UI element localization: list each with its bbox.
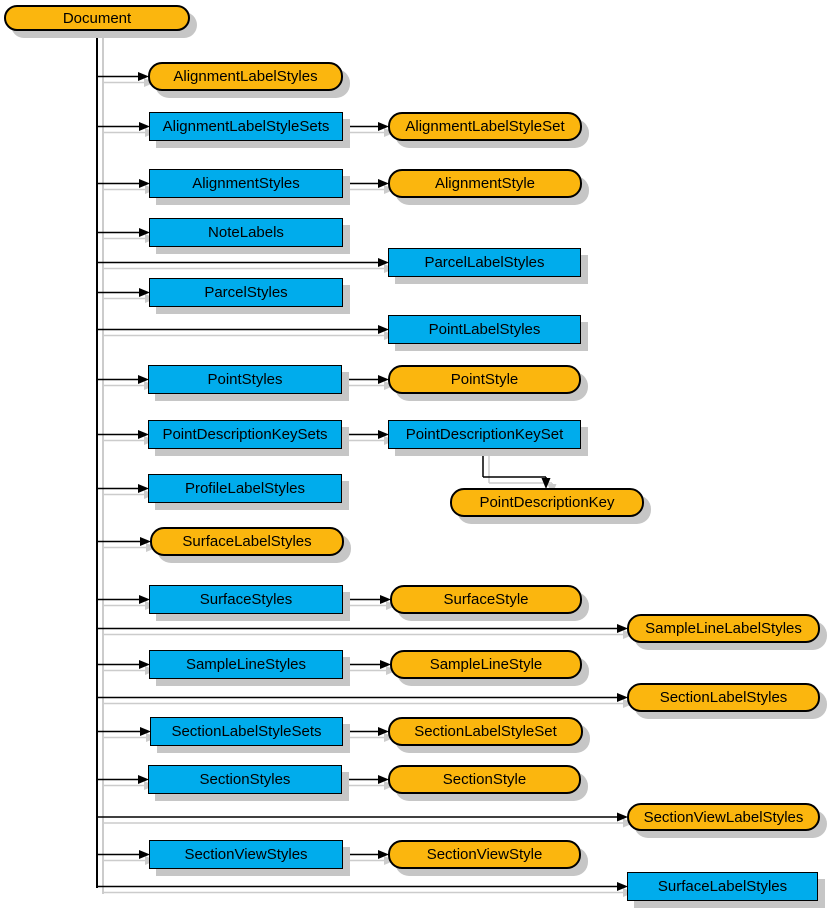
node-label: Document — [62, 9, 132, 27]
node-section-style[interactable]: SectionStyle — [388, 765, 581, 794]
node-alignment-label-style-sets[interactable]: AlignmentLabelStyleSets — [149, 112, 343, 141]
node-label: SurfaceLabelStyles — [657, 878, 788, 895]
node-section-label-style-sets[interactable]: SectionLabelStyleSets — [150, 717, 343, 746]
node-label: AlignmentStyle — [434, 175, 536, 192]
node-label: SampleLineStyle — [429, 656, 543, 673]
node-profile-label-styles[interactable]: ProfileLabelStyles — [148, 474, 342, 503]
node-parcel-styles[interactable]: ParcelStyles — [149, 278, 343, 307]
node-label: ProfileLabelStyles — [184, 480, 306, 497]
node-alignment-label-style-set[interactable]: AlignmentLabelStyleSet — [388, 112, 582, 141]
node-section-label-styles[interactable]: SectionLabelStyles — [627, 683, 820, 712]
node-label: PointStyle — [450, 371, 519, 388]
node-point-description-key-sets[interactable]: PointDescriptionKeySets — [148, 420, 342, 449]
node-label: AlignmentLabelStyleSet — [405, 118, 565, 135]
node-surface-style[interactable]: SurfaceStyle — [390, 585, 582, 614]
node-parcel-label-styles[interactable]: ParcelLabelStyles — [388, 248, 581, 277]
node-surface-label-styles-2[interactable]: SurfaceLabelStyles — [627, 872, 818, 901]
node-label: NoteLabels — [208, 224, 284, 241]
node-section-view-label-styles[interactable]: SectionViewLabelStyles — [627, 803, 820, 831]
node-label: SectionViewLabelStyles — [643, 808, 804, 826]
node-label: SampleLineLabelStyles — [645, 620, 802, 637]
node-label: PointDescriptionKeySet — [405, 426, 564, 443]
node-label: SectionStyle — [442, 771, 527, 788]
node-sample-line-style[interactable]: SampleLineStyle — [390, 650, 582, 679]
node-label: SurfaceLabelStyles — [182, 533, 312, 550]
node-label: PointDescriptionKey — [479, 494, 615, 511]
node-section-view-style[interactable]: SectionViewStyle — [388, 840, 581, 869]
node-label: SampleLineStyles — [185, 656, 307, 673]
node-label: SectionStyles — [199, 771, 291, 788]
node-section-label-style-set[interactable]: SectionLabelStyleSet — [388, 717, 583, 746]
node-label: PointStyles — [207, 371, 283, 388]
node-label: AlignmentLabelStyles — [173, 68, 318, 85]
node-alignment-label-styles[interactable]: AlignmentLabelStyles — [148, 62, 343, 91]
node-label: ParcelLabelStyles — [424, 254, 545, 271]
node-surface-styles[interactable]: SurfaceStyles — [149, 585, 343, 614]
node-label: AlignmentLabelStyleSets — [162, 118, 330, 135]
node-label: SurfaceStyle — [443, 591, 529, 608]
node-surface-label-styles[interactable]: SurfaceLabelStyles — [150, 527, 344, 556]
node-point-label-styles[interactable]: PointLabelStyles — [388, 315, 581, 344]
node-label: PointDescriptionKeySets — [162, 426, 328, 443]
node-label: PointLabelStyles — [428, 321, 541, 338]
node-label: SurfaceStyles — [199, 591, 293, 608]
node-section-styles[interactable]: SectionStyles — [148, 765, 342, 794]
node-point-styles[interactable]: PointStyles — [148, 365, 342, 394]
node-point-style[interactable]: PointStyle — [388, 365, 581, 394]
node-document[interactable]: Document — [4, 5, 190, 31]
node-label: SectionViewStyle — [426, 846, 543, 863]
node-label: SectionLabelStyleSets — [171, 723, 322, 740]
node-alignment-style[interactable]: AlignmentStyle — [388, 169, 582, 198]
node-label: AlignmentStyles — [192, 175, 300, 192]
node-note-labels[interactable]: NoteLabels — [149, 218, 343, 247]
node-sample-line-styles[interactable]: SampleLineStyles — [149, 650, 343, 679]
node-point-description-key-set[interactable]: PointDescriptionKeySet — [388, 420, 581, 449]
node-label: SectionLabelStyles — [659, 689, 788, 706]
node-section-view-styles[interactable]: SectionViewStyles — [149, 840, 343, 869]
node-label: SectionLabelStyleSet — [414, 723, 557, 740]
node-alignment-styles[interactable]: AlignmentStyles — [149, 169, 343, 198]
node-sample-line-label-styles[interactable]: SampleLineLabelStyles — [627, 614, 820, 643]
node-label: SectionViewStyles — [184, 846, 308, 863]
node-label: ParcelStyles — [204, 284, 288, 301]
node-point-description-key[interactable]: PointDescriptionKey — [450, 488, 644, 517]
